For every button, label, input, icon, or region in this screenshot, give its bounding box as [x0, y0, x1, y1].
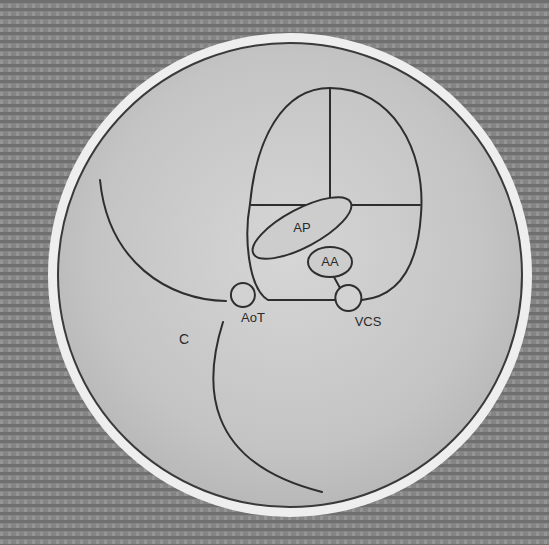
vessel-outline	[308, 247, 352, 277]
vessel-label: AA	[321, 255, 338, 269]
vessel-circle	[219, 281, 267, 309]
vessel-label: AP	[293, 221, 310, 235]
outer-ring	[48, 33, 532, 517]
aortic-arch: AA	[306, 245, 354, 279]
contour-upper	[100, 180, 226, 301]
superior-vena-cava: VCS	[313, 283, 384, 331]
contour-lower	[213, 322, 322, 492]
vertical-divider	[329, 88, 331, 205]
vessel-label: VCS	[333, 315, 404, 329]
vessel-outline	[231, 283, 255, 307]
thoracic-aorta: AoT	[219, 281, 267, 327]
thorax-outline	[247, 88, 421, 300]
vessel-link	[334, 277, 340, 288]
vessel-outline	[335, 285, 361, 311]
scan-field	[58, 43, 522, 507]
vessel-circle	[313, 283, 384, 313]
vessel-label: AoT	[229, 311, 277, 325]
region-label: C	[179, 332, 189, 347]
